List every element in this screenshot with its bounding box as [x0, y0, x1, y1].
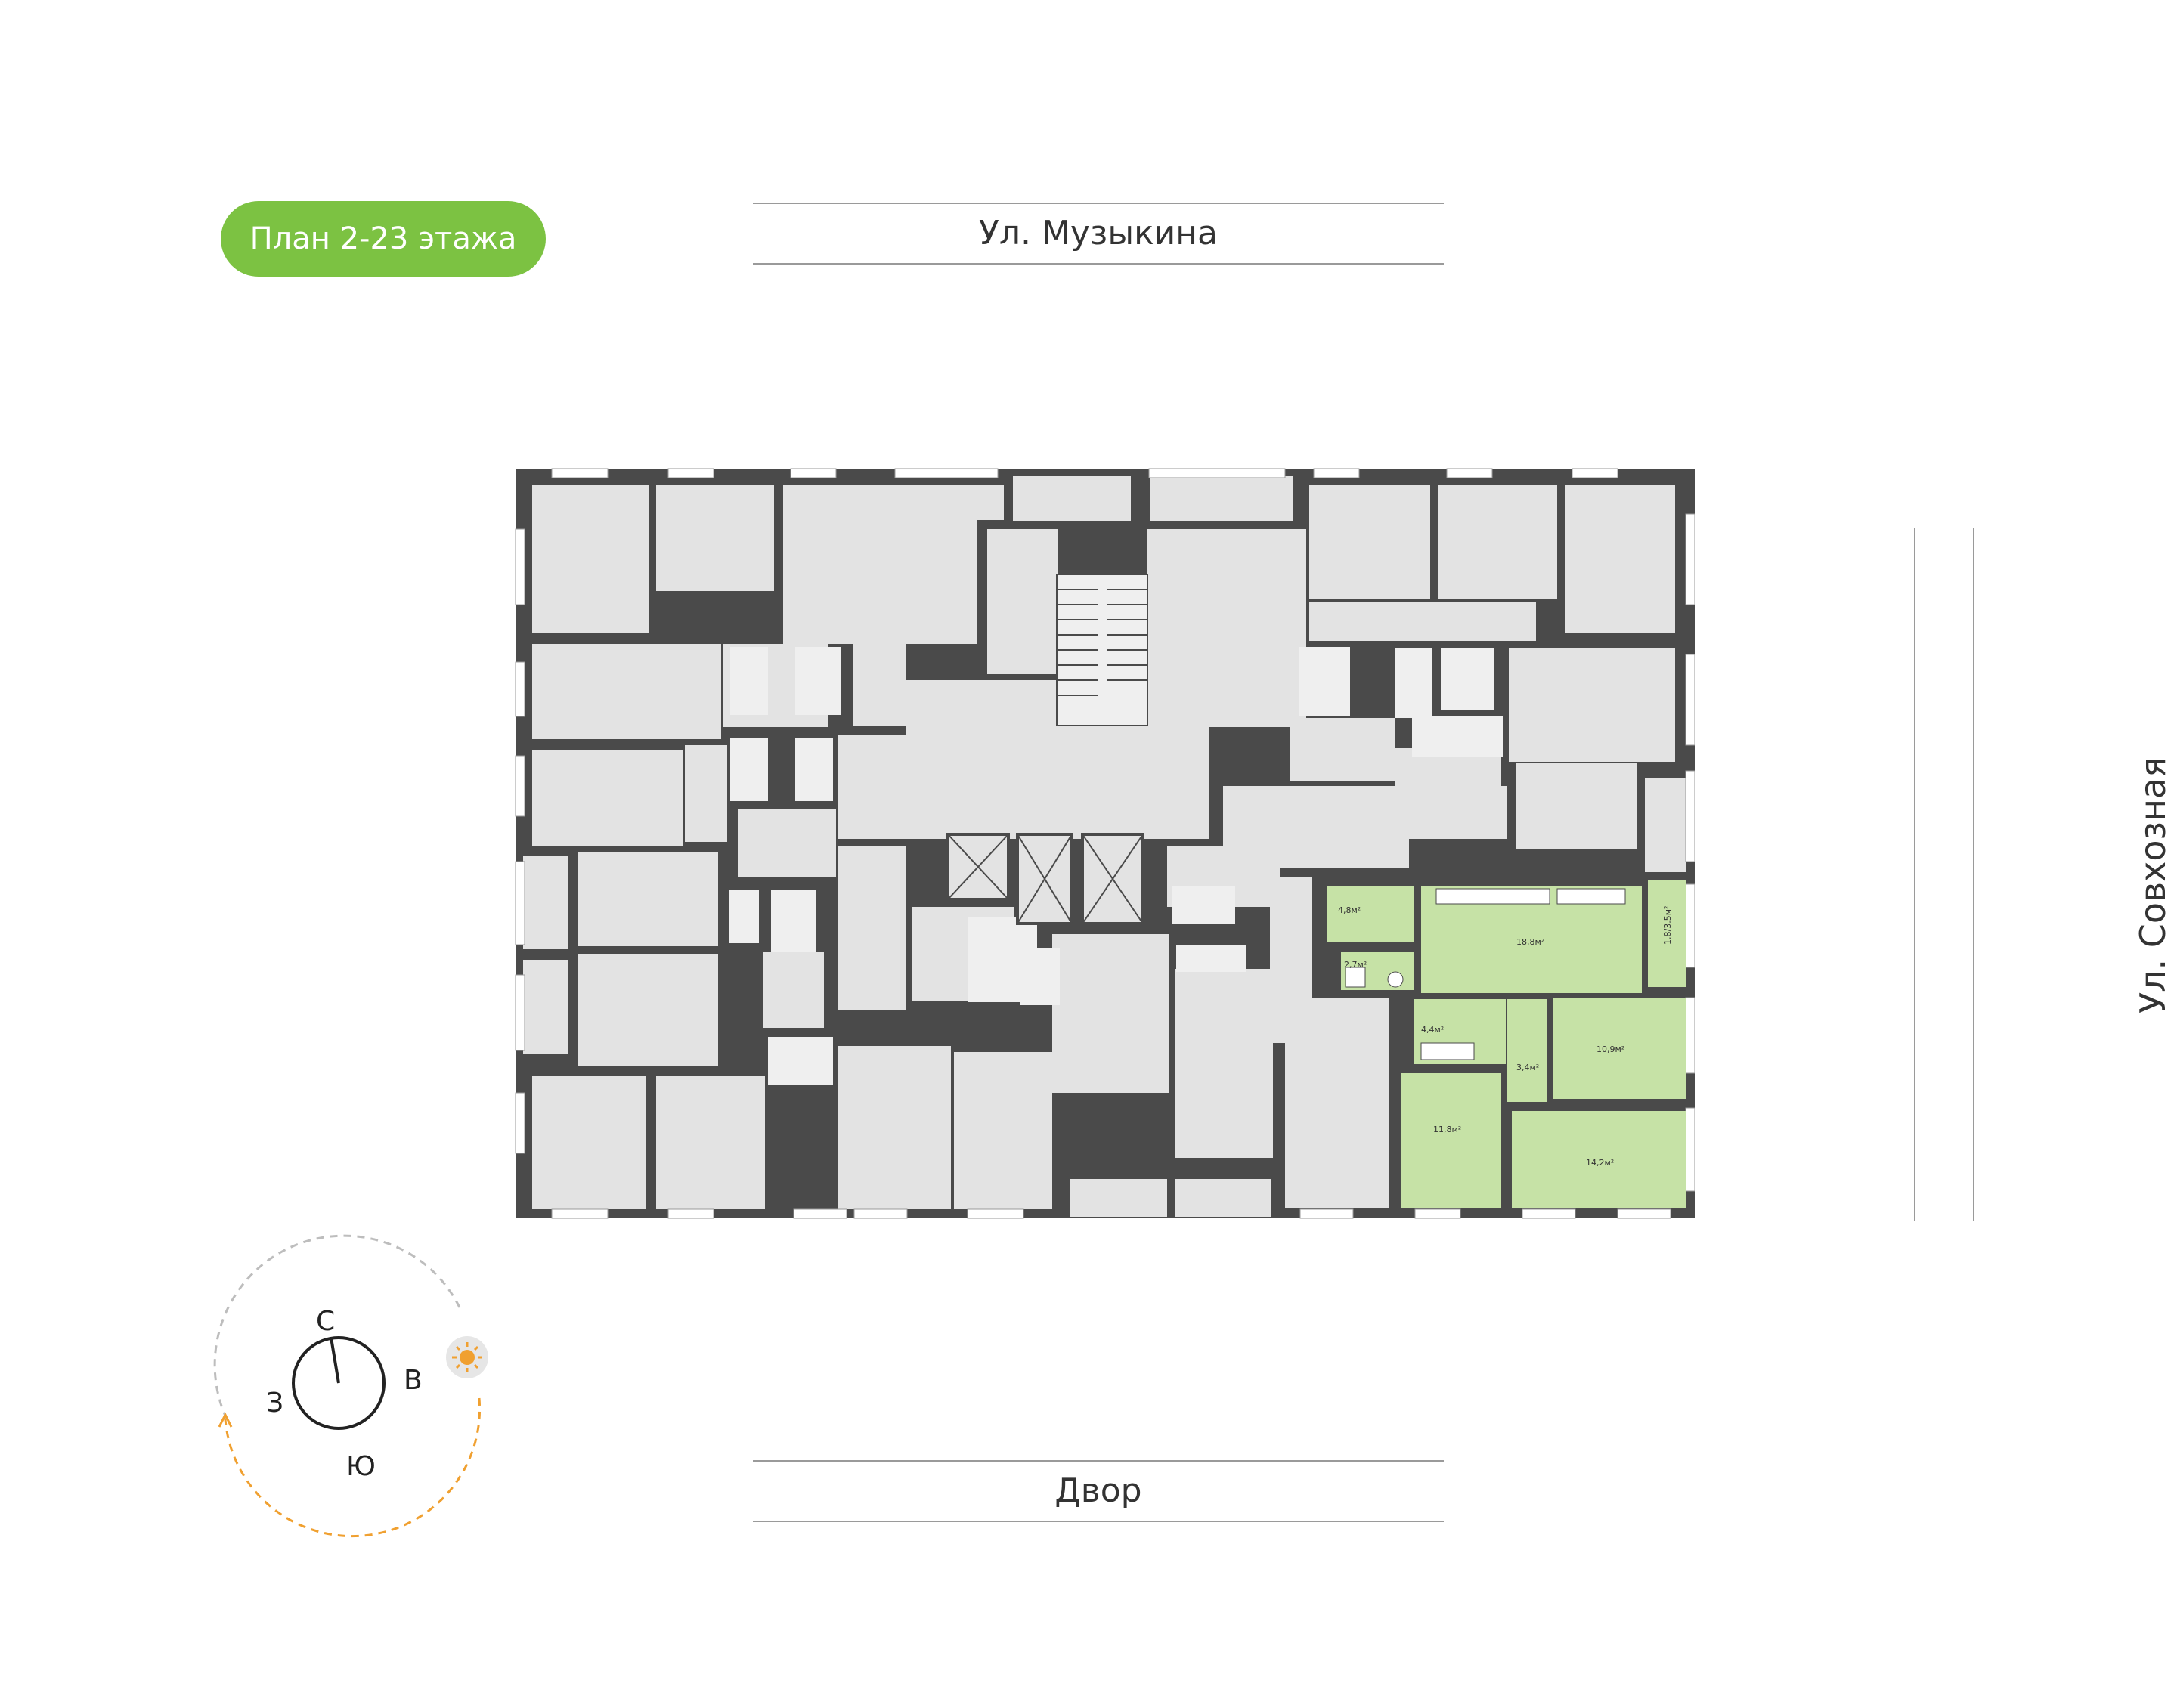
compass-orbit	[213, 1234, 461, 1423]
sun-path	[224, 1397, 482, 1538]
area-label: 4,8м²	[1338, 905, 1361, 915]
compass: С В Ю З	[213, 1234, 488, 1538]
compass-south: Ю	[346, 1451, 376, 1482]
compass-west: З	[266, 1388, 283, 1419]
area-label: 2,7м²	[1344, 960, 1367, 970]
sun-icon	[446, 1336, 488, 1378]
room-bedroom-3	[1512, 1111, 1686, 1208]
area-label: 10,9м²	[1596, 1044, 1624, 1054]
street-label-bottom: Двор	[753, 1460, 1444, 1522]
plan-title-badge: План 2-23 этажа	[221, 201, 546, 277]
street-label-top: Ул. Музыкина	[753, 203, 1444, 265]
apartments-grey	[523, 476, 1686, 1217]
green-apartment-fixtures	[1345, 888, 1626, 1060]
room-hall	[1327, 886, 1414, 942]
room-corridor	[1507, 999, 1547, 1102]
area-label: 1,8/3,5м²	[1663, 906, 1673, 945]
room-bedroom-1	[1553, 998, 1686, 1099]
area-label: 11,8м²	[1433, 1125, 1461, 1134]
area-labels: 4,8м² 18,8м² 1,8/3,5м² 2,7м² 4,4м² 3,4м²…	[1338, 905, 1673, 1168]
compass-east: В	[404, 1365, 423, 1396]
room-balcony	[1648, 880, 1686, 987]
elevator-shafts	[946, 833, 1144, 925]
street-line-right-inner	[1914, 528, 1915, 1221]
windows	[515, 468, 1695, 1219]
compass-north: С	[316, 1306, 335, 1337]
area-label: 3,4м²	[1516, 1063, 1539, 1072]
compass-needle	[330, 1337, 340, 1384]
staircase	[1056, 574, 1148, 726]
area-label: 4,4м²	[1421, 1025, 1444, 1035]
area-label: 14,2м²	[1586, 1158, 1614, 1168]
room-bedroom-2	[1401, 1073, 1501, 1208]
street-line-right-outer	[1973, 528, 1974, 1221]
area-label: 18,8м²	[1516, 937, 1544, 947]
